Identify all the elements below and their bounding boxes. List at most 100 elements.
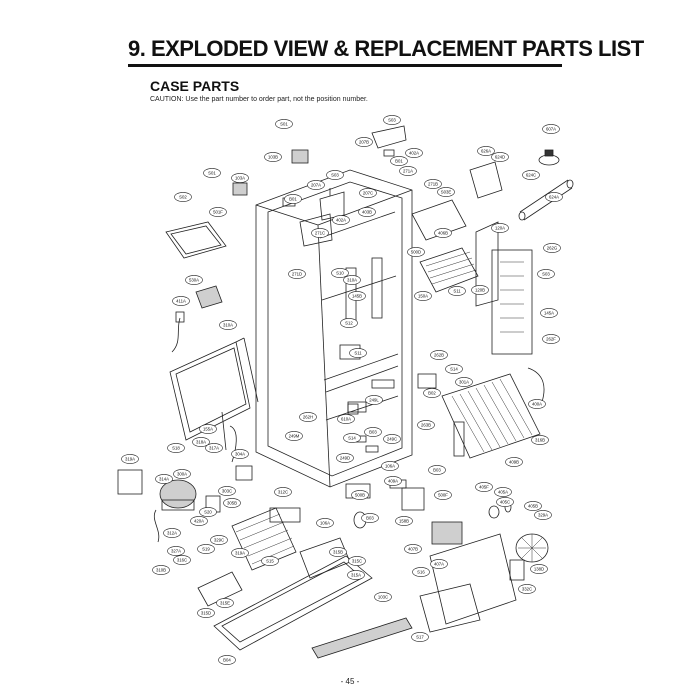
caution-note: CAUTION: Use the part number to order pa…: [150, 96, 368, 103]
callout-bubble: [374, 592, 392, 602]
callout-c016: 271B: [424, 179, 442, 189]
callout-c050: 249L: [365, 395, 383, 405]
callout-label: 271D: [292, 272, 302, 277]
callout-bubble: [531, 435, 549, 445]
callout-c080: 500B: [351, 490, 369, 500]
callout-label: S14: [348, 436, 356, 441]
callout-label: 312A: [167, 531, 177, 536]
callout-label: 249L: [369, 398, 379, 403]
callout-label: 145A: [544, 311, 554, 316]
callout-label: 405C: [500, 500, 510, 505]
callout-bubble: [537, 269, 555, 279]
callout-label: 409B: [509, 460, 519, 465]
callout-c059: 318A: [192, 437, 210, 447]
callout-label: 263B: [421, 423, 431, 428]
callout-c045: 262B: [430, 350, 448, 360]
callout-c052: 610A: [337, 414, 355, 424]
callout-label: 310A: [223, 323, 233, 328]
callout-label: 305B: [227, 501, 237, 506]
callout-c074: 312C: [274, 487, 292, 497]
callout-c005: 207B: [355, 137, 373, 147]
callout-c019: 207C: [359, 188, 377, 198]
callout-c066: B03: [428, 465, 446, 475]
callout-label: S16: [417, 570, 425, 575]
callout-bubble: [359, 188, 377, 198]
callout-bubble: [316, 518, 334, 528]
callout-label: S01: [208, 171, 216, 176]
callout-c070: 409A: [384, 476, 402, 486]
callout-label: 420A: [194, 519, 204, 524]
callout-label: 249C: [387, 437, 397, 442]
compressor: [153, 479, 197, 543]
callout-bubble: [384, 476, 402, 486]
callout-c013: 271A: [399, 166, 417, 176]
callout-label: 501F: [213, 210, 223, 215]
callout-bubble: [275, 119, 293, 129]
callout-bubble: [404, 544, 422, 554]
callout-label: 610A: [341, 417, 351, 422]
callout-bubble: [471, 285, 489, 295]
callout-c023: 403B: [358, 207, 376, 217]
callout-c043: 262F: [542, 334, 560, 344]
callout-label: S02: [179, 195, 187, 200]
callout-bubble: [412, 567, 430, 577]
callout-label: 329A: [538, 513, 548, 518]
callout-bubble: [424, 179, 442, 189]
callout-c054: 249M: [285, 431, 303, 441]
callout-c086: 106A: [316, 518, 334, 528]
callout-label: 207B: [359, 140, 369, 145]
callout-bubble: [285, 431, 303, 441]
callout-bubble: [434, 228, 452, 238]
callout-bubble: [534, 510, 552, 520]
callout-bubble: [364, 427, 382, 437]
callout-c096: 407A: [430, 559, 448, 569]
callout-c028: 262G: [543, 243, 561, 253]
callout-label: 315E: [220, 601, 230, 606]
callout-label: 315A: [351, 573, 361, 578]
callout-label: 624D: [495, 155, 505, 160]
callout-label: 301A: [459, 380, 469, 385]
callout-bubble: [326, 170, 344, 180]
callout-c067: 316B: [531, 435, 549, 445]
callout-bubble: [343, 433, 361, 443]
callout-bubble: [395, 516, 413, 526]
callout-c033: 530A: [185, 275, 203, 285]
callout-c081: 500F: [434, 490, 452, 500]
callout-c104: 103C: [374, 592, 392, 602]
callout-c064: 319A: [121, 454, 139, 464]
callout-c049: 400A: [528, 399, 546, 409]
callout-bubble: [199, 507, 217, 517]
callout-label: S20: [204, 510, 212, 515]
callout-label: 249M: [289, 434, 300, 439]
callout-label: 319A: [125, 457, 135, 462]
callout-bubble: [261, 556, 279, 566]
callout-bubble: [174, 192, 192, 202]
callout-label: 400A: [532, 402, 542, 407]
callout-c069: 314A: [155, 474, 173, 484]
drain-pan: [299, 537, 413, 659]
callout-c011: 103A: [231, 173, 249, 183]
callout-label: B02: [428, 391, 436, 396]
callout-c087: B03: [361, 513, 379, 523]
callout-label: 103C: [378, 595, 388, 600]
callout-c046: S14: [445, 364, 463, 374]
callout-c015: 207A: [307, 180, 325, 190]
callout-c088: 158B: [395, 516, 413, 526]
callout-bubble: [455, 377, 473, 387]
callout-bubble: [121, 454, 139, 464]
callout-c044: S11: [349, 348, 367, 358]
callout-c099: 315C: [348, 556, 366, 566]
callout-label: 332C: [522, 587, 532, 592]
callout-bubble: [216, 598, 234, 608]
callout-bubble: [197, 544, 215, 554]
callout-bubble: [543, 243, 561, 253]
top-hinge-brackets: [299, 125, 407, 247]
callout-c093: 316C: [173, 555, 191, 565]
callout-c106: S17: [411, 632, 429, 642]
callout-bubble: [448, 286, 466, 296]
callout-c004: 103B: [264, 152, 282, 162]
callout-label: 303C: [222, 489, 232, 494]
callout-label: S10: [336, 271, 344, 276]
callout-c092: 407B: [404, 544, 422, 554]
callout-label: 409A: [388, 479, 398, 484]
